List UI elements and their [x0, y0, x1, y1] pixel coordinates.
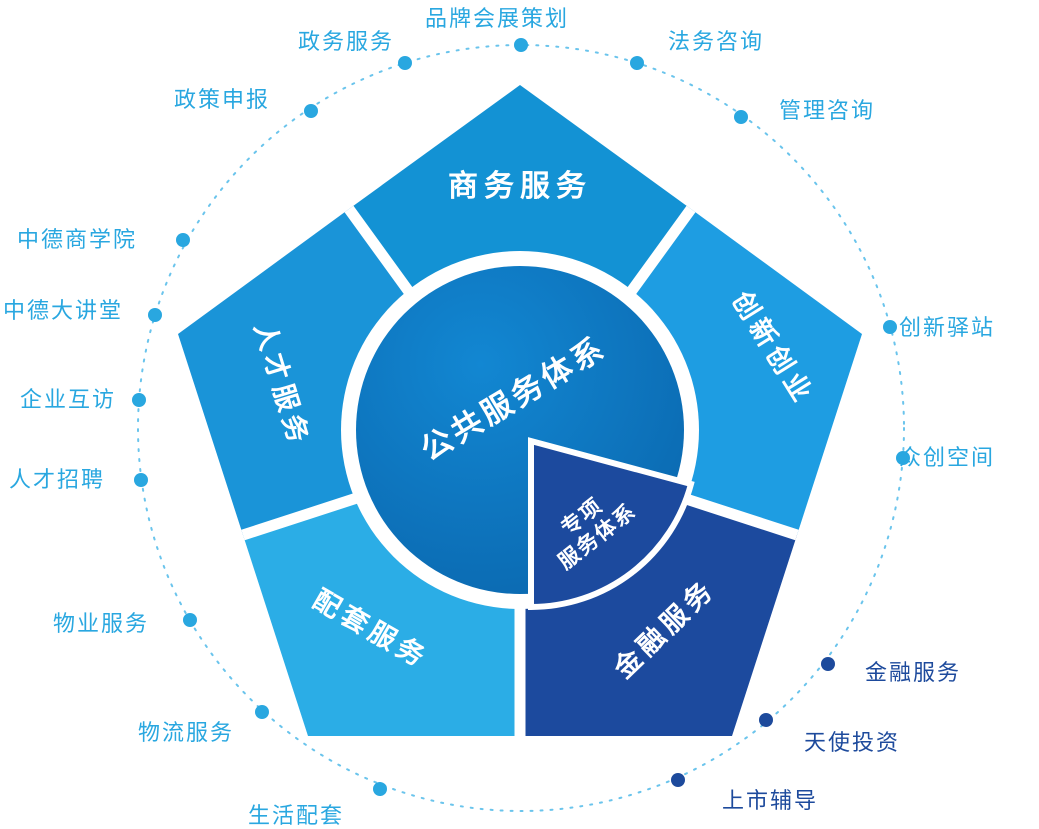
satellite-label-innovation-station: 创新驿站 — [898, 315, 996, 340]
dot-sino-german-business-school — [176, 233, 190, 247]
satellite-label-angel-investment: 天使投资 — [803, 730, 901, 755]
dot-sino-german-lecture-hall — [148, 308, 162, 322]
dot-property-services — [183, 613, 197, 627]
satellite-label-policy-application: 政策申报 — [173, 87, 271, 112]
satellite-label-legal-consulting: 法务咨询 — [667, 29, 765, 54]
dot-talent-recruitment — [134, 473, 148, 487]
satellite-label-sino-german-business-school: 中德商学院 — [16, 227, 138, 252]
satellite-label-property-services: 物业服务 — [52, 611, 150, 636]
dot-maker-space — [896, 451, 910, 465]
satellite-label-enterprise-visits: 企业互访 — [19, 387, 117, 412]
dot-policy-application — [304, 104, 318, 118]
satellite-label-financial-services: 金融服务 — [864, 660, 962, 685]
dot-living-facilities — [373, 782, 387, 796]
dot-brand-exhibition-planning — [514, 38, 528, 52]
satellite-label-logistics-services: 物流服务 — [137, 720, 235, 745]
satellite-label-government-affairs: 政务服务 — [297, 29, 395, 54]
satellite-label-brand-exhibition-planning: 品牌会展策划 — [424, 6, 570, 31]
dot-government-affairs — [398, 56, 412, 70]
dot-legal-consulting — [630, 56, 644, 70]
satellite-label-ipo-coaching: 上市辅导 — [721, 788, 819, 813]
satellite-label-maker-space: 众创空间 — [898, 445, 996, 470]
dot-innovation-station — [883, 320, 897, 334]
satellite-label-living-facilities: 生活配套 — [247, 803, 345, 828]
dot-enterprise-visits — [132, 393, 146, 407]
satellite-label-sino-german-lecture-hall: 中德大讲堂 — [2, 298, 124, 323]
satellite-label-talent-recruitment: 人才招聘 — [8, 467, 106, 492]
dot-logistics-services — [255, 705, 269, 719]
sector-label-business-services: 商务服务 — [448, 170, 592, 203]
dot-ipo-coaching — [671, 773, 685, 787]
special-service-wedge — [528, 437, 695, 611]
outer-dashed-ring — [137, 44, 905, 812]
dot-financial-services — [821, 657, 835, 671]
satellite-label-management-consulting: 管理咨询 — [778, 98, 876, 123]
dot-management-consulting — [734, 110, 748, 124]
dot-angel-investment — [759, 713, 773, 727]
